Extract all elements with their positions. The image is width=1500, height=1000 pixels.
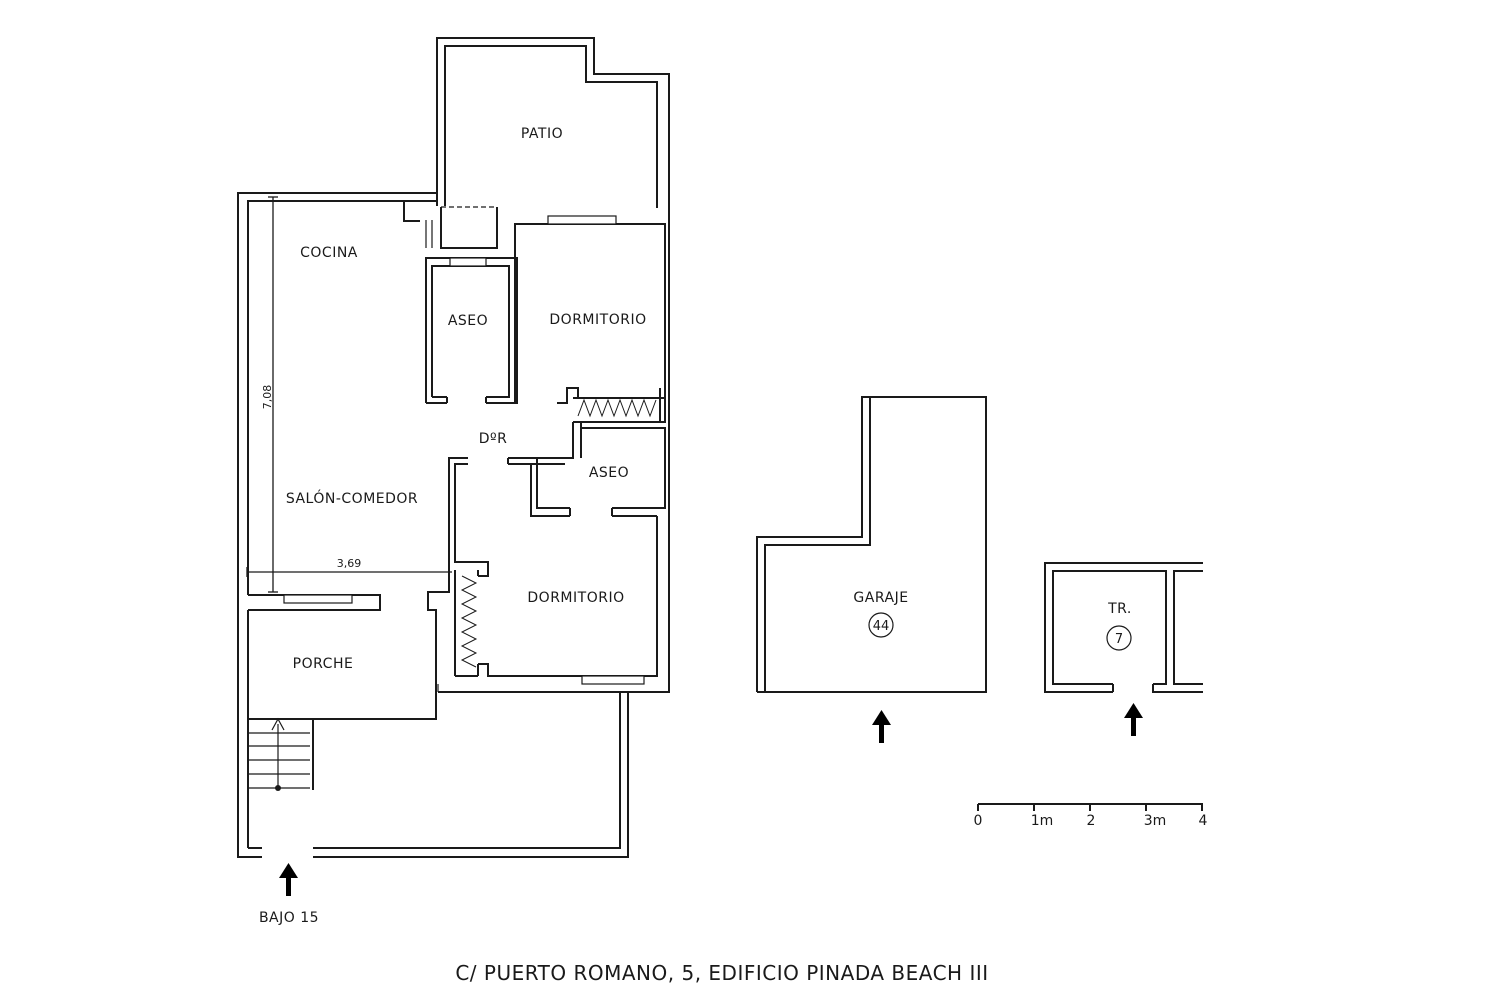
living-porch-wall <box>248 594 439 790</box>
storage-number: 7 <box>1115 632 1123 647</box>
dimension-horizontal-label: 3,69 <box>337 557 362 570</box>
room-label-patio: PATIO <box>521 126 563 142</box>
room-label-distribuidor: DºR <box>479 431 508 447</box>
aseo-2-walls <box>507 422 666 517</box>
garage-label: GARAJE <box>853 590 908 606</box>
scale-bar: 0 1m 2 3m 4 <box>974 803 1208 829</box>
scale-tick-3: 3m <box>1144 813 1167 829</box>
aseo-1-walls <box>425 220 518 404</box>
address-title: C/ PUERTO ROMANO, 5, EDIFICIO PINADA BEA… <box>455 961 988 985</box>
room-label-aseo-1: ASEO <box>448 313 488 329</box>
dimension-horizontal: 3,69 <box>246 557 452 577</box>
scale-tick-2: 2 <box>1087 813 1096 829</box>
patio-walls <box>436 37 670 693</box>
entrance-label: BAJO 15 <box>259 910 319 926</box>
garage-walls <box>756 396 987 693</box>
room-label-porche: PORCHE <box>293 656 354 672</box>
garage-arrow-icon <box>872 710 891 743</box>
dimension-vertical-label: 7,08 <box>261 385 274 410</box>
dormitorio-2-walls <box>427 457 658 685</box>
storage-number-circle <box>1106 625 1132 651</box>
entrance-arrow-icon <box>279 863 298 896</box>
garage-number-circle <box>868 612 894 638</box>
dimension-vertical: 7,08 <box>261 196 278 593</box>
room-label-dormitorio-2: DORMITORIO <box>527 590 624 606</box>
storage-arrow-icon <box>1124 703 1143 736</box>
room-label-salon-comedor: SALÓN-COMEDOR <box>286 489 418 507</box>
storage-walls <box>1044 562 1203 693</box>
room-label-aseo-2: ASEO <box>589 465 629 481</box>
garage-number: 44 <box>873 619 890 634</box>
house-outer-walls <box>237 192 629 858</box>
porch-stairs <box>248 717 310 791</box>
scale-tick-4: 4 <box>1199 813 1208 829</box>
wardrobe-2 <box>460 575 478 668</box>
wardrobe-1 <box>577 398 657 418</box>
dormitorio-1-walls <box>514 215 666 423</box>
room-label-dormitorio-1: DORMITORIO <box>549 312 646 328</box>
scale-tick-1: 1m <box>1031 813 1054 829</box>
patio-door <box>440 206 498 249</box>
scale-tick-0: 0 <box>974 813 983 829</box>
storage-label: TR. <box>1107 601 1132 617</box>
room-label-cocina: COCINA <box>300 245 358 261</box>
